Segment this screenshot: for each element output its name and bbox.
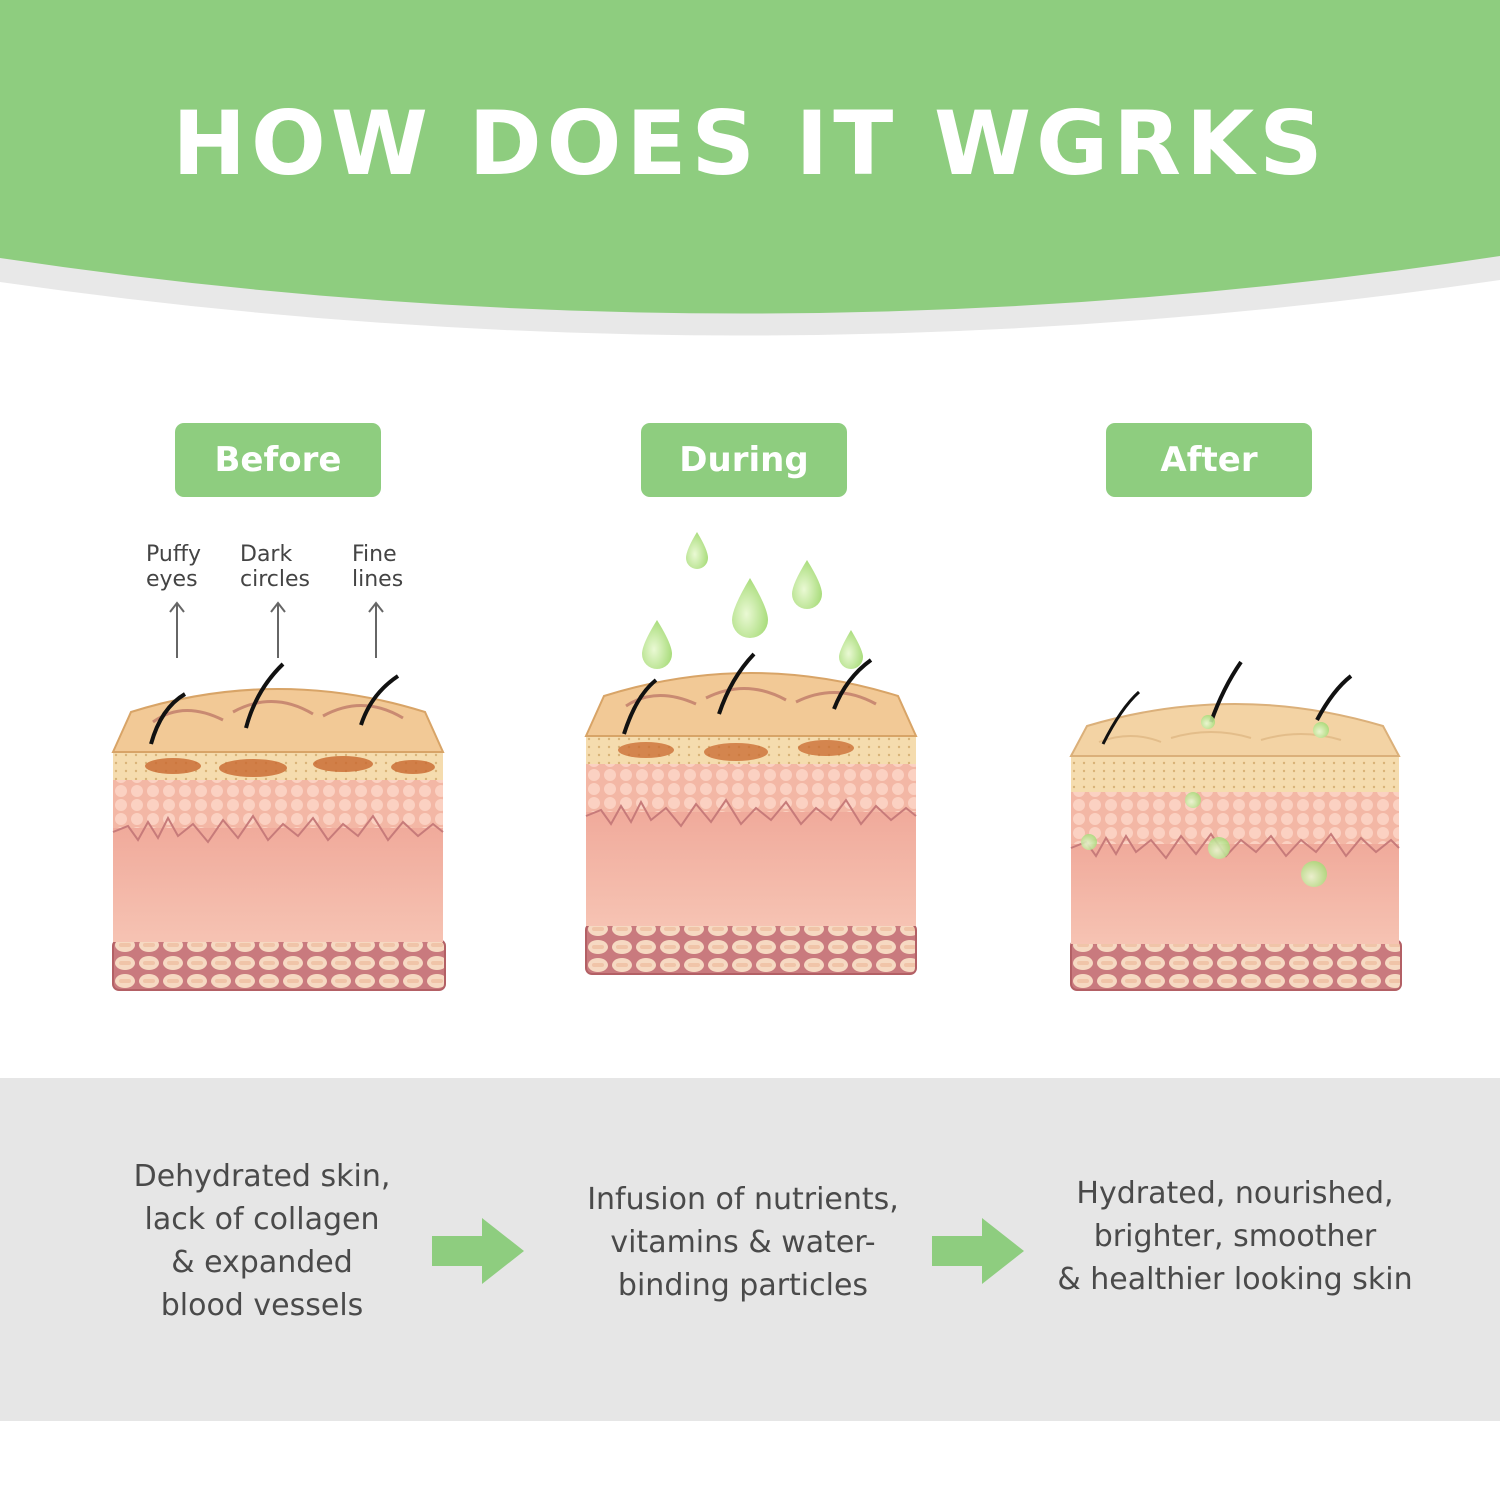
skin-during [584, 652, 918, 975]
description-line: brighter, smoother [1093, 1219, 1377, 1254]
symptom-fine-lines: Fine lines [352, 542, 403, 592]
arrow-up-icon [169, 601, 185, 658]
symptom-line: Puffy [146, 542, 201, 567]
arrow-up-icon [368, 601, 384, 658]
arrow-right-icon [432, 1218, 524, 1284]
symptom-line: Fine [352, 542, 397, 567]
header-banner [0, 0, 1500, 336]
page-title: HOW DOES IT WGRKS [172, 92, 1328, 195]
stage-label-during: During [641, 423, 847, 497]
symptom-puffy-eyes: Puffy eyes [146, 542, 201, 592]
stage-label-after: After [1106, 423, 1312, 497]
description-band [0, 1078, 1500, 1421]
description-line: Hydrated, nourished, [1076, 1176, 1394, 1211]
stage-label-before: Before [175, 423, 381, 497]
skin-before [111, 662, 446, 991]
arrow-right-icon [932, 1218, 1024, 1284]
symptom-dark-circles: Dark circles [240, 542, 310, 592]
arrow-up-icon [270, 601, 286, 658]
skin-after [1069, 660, 1402, 991]
description-line: binding particles [617, 1268, 869, 1303]
description-after: Hydrated, nourished, brighter, smoother … [1040, 1172, 1430, 1301]
description-line: Infusion of nutrients, [587, 1182, 899, 1217]
description-line: & healthier looking skin [1057, 1262, 1413, 1297]
symptom-line: eyes [146, 567, 198, 592]
symptom-line: Dark [240, 542, 293, 567]
description-line: vitamins & water- [610, 1225, 876, 1260]
description-line: lack of collagen [144, 1202, 380, 1237]
skin-diagrams [111, 532, 1402, 991]
description-before: Dehydrated skin, lack of collagen & expa… [112, 1155, 412, 1327]
description-line: Dehydrated skin, [133, 1159, 391, 1194]
description-line: blood vessels [160, 1288, 364, 1323]
symptom-line: circles [240, 567, 310, 592]
description-line: & expanded [171, 1245, 353, 1280]
description-during: Infusion of nutrients, vitamins & water-… [568, 1178, 918, 1307]
symptom-line: lines [352, 567, 404, 592]
serum-droplets [642, 532, 863, 669]
